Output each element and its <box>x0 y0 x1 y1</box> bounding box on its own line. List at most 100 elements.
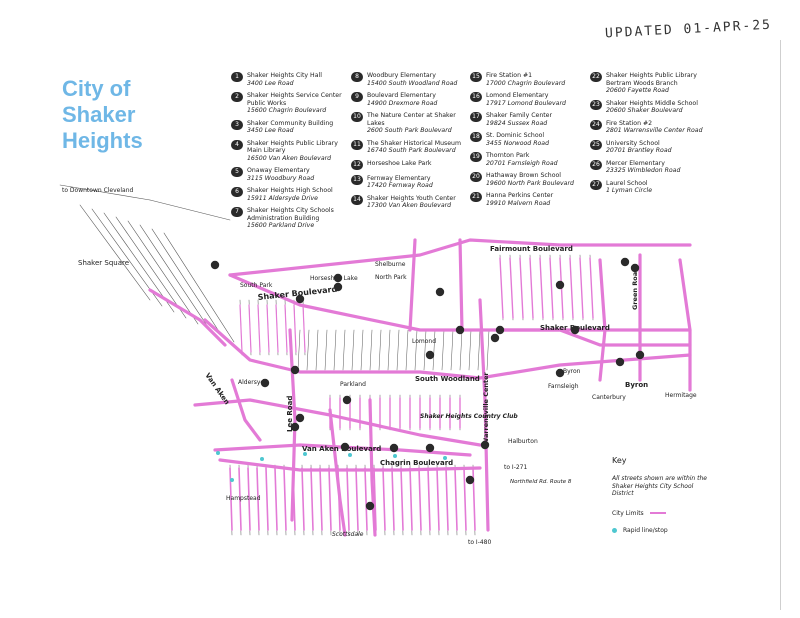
label-van-aken-west: Van Aken <box>203 372 231 407</box>
legend-name: Hanna Perkins Center <box>486 192 554 199</box>
highlight-street <box>509 257 514 319</box>
street <box>115 216 187 319</box>
legend-address: 3450 Lee Road <box>247 127 294 134</box>
legend-name: Shaker Heights Public Library Bertram Wo… <box>606 72 697 87</box>
title-line-2: Shaker <box>62 102 136 127</box>
key-rapid: Rapid line/stop <box>612 527 712 534</box>
landmark-marker-icon <box>333 273 343 283</box>
street <box>324 329 328 371</box>
highlight-street <box>382 467 386 531</box>
landmark-markers <box>210 257 645 511</box>
street <box>163 232 235 343</box>
label-shaker-square: Shaker Square <box>78 259 129 267</box>
legend-number-icon: 23 <box>590 99 602 110</box>
highlight-street <box>427 467 431 531</box>
legend-address: 15911 Aldersyde Drive <box>247 194 318 202</box>
legend-number-icon: 26 <box>590 159 602 170</box>
legend-text: Horseshoe Lake Park <box>367 160 431 170</box>
label-i480: to I-480 <box>468 539 492 546</box>
city-limits-swatch <box>649 512 666 514</box>
street <box>333 329 337 371</box>
street <box>405 329 409 371</box>
legend-name: Shaker Family Center <box>486 112 553 119</box>
label-shelburne: Shelburne <box>375 261 406 268</box>
highlight-street <box>499 257 504 319</box>
street <box>127 220 199 325</box>
rapid-stop-icon <box>303 452 307 456</box>
highlight-street <box>229 467 233 531</box>
map-sheet <box>30 40 781 610</box>
legend-address: 23325 Wimbledon Road <box>606 167 681 174</box>
legend-number-icon: 3 <box>231 119 243 130</box>
legend-name: University School <box>606 139 660 147</box>
landmark-marker-icon <box>389 443 399 453</box>
legend-address: 20701 Farnsleigh Road <box>486 159 558 167</box>
legend-address: 16500 Van Aken Boulevard <box>247 154 332 162</box>
legend-name: Thornton Park <box>486 152 530 159</box>
legend-number-icon: 14 <box>351 194 363 205</box>
highlight-street <box>458 238 464 332</box>
label-i271: to I-271 <box>504 464 528 471</box>
legend-address: 14900 Drexmore Road <box>367 99 438 107</box>
street <box>441 329 445 371</box>
highlight-street <box>284 304 288 353</box>
legend-name: Shaker Heights Middle School <box>606 99 698 107</box>
legend-name: Mercer Elementary <box>606 159 665 167</box>
highlight-street <box>266 304 270 353</box>
legend-address: 19824 Sussex Road <box>486 119 548 127</box>
legend-address: 3115 Woodbury Road <box>247 174 315 182</box>
label-green-road: Green Road <box>631 267 639 310</box>
legend-number-icon: 21 <box>470 192 482 202</box>
legend-address: 16740 South Park Boulevard <box>367 147 456 154</box>
legend-item: 22 Shaker Heights Public Library Bertram … <box>590 72 708 95</box>
street <box>139 224 211 331</box>
highlight-street <box>598 258 607 382</box>
legend-number-icon: 10 <box>351 112 363 122</box>
landmark-marker-icon <box>210 260 220 270</box>
key-city-limits: City Limits <box>612 510 712 517</box>
highlight-street <box>275 304 279 353</box>
legend-number-icon: 8 <box>351 72 363 82</box>
highlight-street <box>519 257 524 319</box>
legend-address: 3400 Lee Road <box>247 79 294 87</box>
legend-number-icon: 11 <box>351 139 363 150</box>
highlight-street <box>310 467 314 531</box>
label-south-park: South Park <box>240 282 273 289</box>
legend-name: Lomond Elementary <box>486 92 549 99</box>
legend-address: 17000 Chagrin Boulevard <box>486 79 566 87</box>
highlight-street <box>418 467 422 531</box>
label-hampstead: Hampstead <box>226 495 261 502</box>
label-fairmount: Fairmount Boulevard <box>490 245 573 253</box>
label-downtown: to Downtown Cleveland <box>62 187 134 194</box>
rapid-stop-icon <box>443 456 447 460</box>
legend-number-icon: 22 <box>590 72 602 82</box>
legend-number-icon: 7 <box>231 207 243 217</box>
label-south-woodland: South Woodland <box>415 375 480 383</box>
legend-number-icon: 27 <box>590 179 602 190</box>
street <box>151 228 223 337</box>
legend-number-icon: 9 <box>351 92 363 102</box>
label-canterbury: Canterbury <box>592 394 626 401</box>
street <box>149 199 231 221</box>
legend-address: 20600 Fayette Road <box>606 87 669 94</box>
street <box>378 329 382 371</box>
highlight-street <box>529 257 534 319</box>
